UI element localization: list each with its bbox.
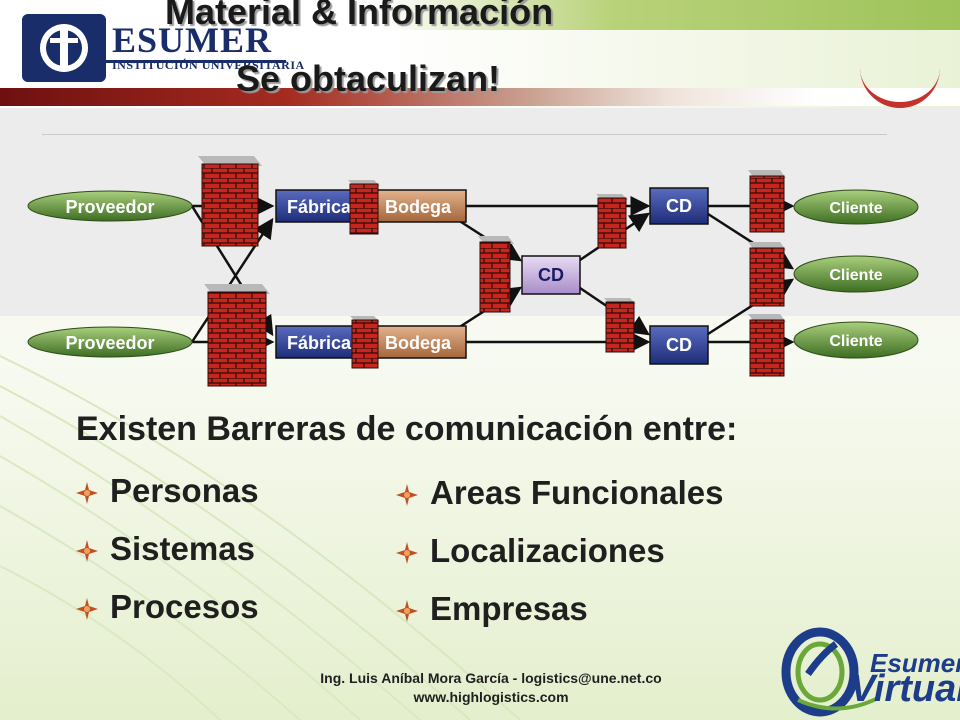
node-proveedor-top: Proveedor xyxy=(27,190,193,222)
star-bullet-icon xyxy=(76,540,98,562)
brick-wall-icon xyxy=(350,316,380,369)
node-cliente-1: Cliente xyxy=(793,189,919,225)
star-bullet-icon xyxy=(396,484,418,506)
node-label: CD xyxy=(666,196,692,216)
esumer-logo xyxy=(20,8,288,86)
brick-wall-icon xyxy=(198,156,262,247)
ev-logo-word1: Esumer xyxy=(870,648,960,678)
bullet-label: Areas Funcionales xyxy=(430,474,724,511)
node-label: Proveedor xyxy=(65,197,154,217)
brick-wall-icon xyxy=(348,180,380,235)
slide-title-line2: Se obtaculizan! xyxy=(236,58,501,99)
node-cd-middle: CD xyxy=(521,255,581,295)
esumer-virtual-logo xyxy=(781,627,879,717)
node-label: CD xyxy=(666,335,692,355)
brick-wall-icon xyxy=(478,236,514,313)
brick-wall-icon xyxy=(204,284,270,387)
supply-chain-diagram: Proveedor Proveedor Fábrica Fábrica Bode… xyxy=(27,156,919,387)
brick-wall-icon xyxy=(604,298,636,353)
bullet-label: Localizaciones xyxy=(430,532,665,569)
node-label: Cliente xyxy=(829,200,882,217)
bullet-label: Sistemas xyxy=(110,530,255,567)
node-cd-top: CD xyxy=(649,187,709,225)
header-accent-strip xyxy=(380,0,960,30)
bullet-label: Procesos xyxy=(110,588,259,625)
star-bullet-icon xyxy=(396,600,418,622)
star-bullet-icon xyxy=(76,482,98,504)
node-label: Bodega xyxy=(385,333,452,353)
ev-logo-word2: Virtual xyxy=(850,668,960,710)
brick-wall-icon xyxy=(596,194,628,249)
bullet-label: Personas xyxy=(110,472,259,509)
node-label: Fábrica xyxy=(287,197,352,217)
node-label: Proveedor xyxy=(65,333,154,353)
barriers-intro: Existen Barreras de comunicación entre: xyxy=(76,410,738,448)
node-bodega-bottom: Bodega xyxy=(369,325,467,359)
node-cd-bottom: CD xyxy=(649,325,709,365)
brick-wall-icon xyxy=(748,170,786,233)
node-label: Cliente xyxy=(829,267,882,284)
footer-website: www.highlogistics.com xyxy=(413,689,569,705)
slide-title-line1: Material & Información xyxy=(165,0,554,32)
star-bullet-icon xyxy=(396,542,418,564)
node-cliente-2: Cliente xyxy=(793,255,919,293)
header-image-strip xyxy=(0,88,960,106)
node-cliente-3: Cliente xyxy=(793,321,919,359)
node-label: CD xyxy=(538,265,564,285)
divider xyxy=(42,134,887,135)
node-label: Bodega xyxy=(385,197,452,217)
bullet-label: Empresas xyxy=(430,590,588,627)
logo-subtitle: INSTITUCIÓN UNIVERSITARIA xyxy=(112,58,305,72)
brick-wall-icon xyxy=(748,242,786,307)
footer-author: Ing. Luis Aníbal Mora García - logistics… xyxy=(320,670,662,686)
node-proveedor-bottom: Proveedor xyxy=(27,326,193,358)
logo-wordmark: ESUMER xyxy=(112,20,273,60)
star-bullet-icon xyxy=(76,598,98,620)
node-bodega-top: Bodega xyxy=(369,189,467,223)
brick-wall-icon xyxy=(748,314,786,377)
background-curves xyxy=(0,355,521,720)
corner-swoosh xyxy=(860,58,940,108)
node-label: Fábrica xyxy=(287,333,352,353)
node-label: Cliente xyxy=(829,333,882,350)
